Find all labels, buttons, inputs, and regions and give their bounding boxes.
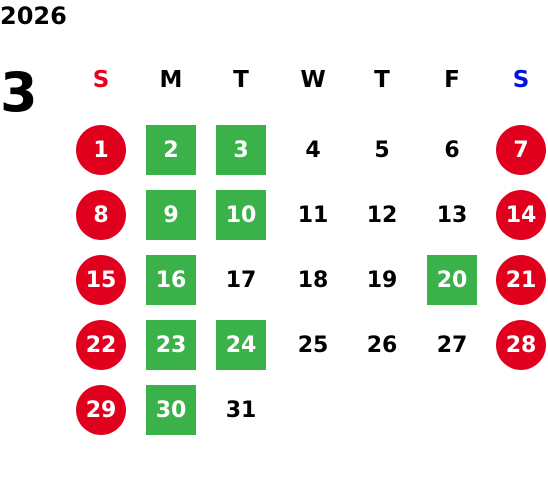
calendar-day-closed: 30 xyxy=(146,385,196,435)
calendar-day: 31 xyxy=(225,397,257,423)
calendar-day: 18 xyxy=(297,267,329,293)
dow-wed-header: W xyxy=(300,67,326,93)
calendar-day: 26 xyxy=(366,332,398,358)
calendar-day: 12 xyxy=(366,202,398,228)
calendar-day-holiday: 1 xyxy=(76,125,126,175)
calendar-day-holiday: 22 xyxy=(76,320,126,370)
dow-sun-header: S xyxy=(92,67,110,93)
dow-mon-header: M xyxy=(159,67,183,93)
calendar-day-closed: 9 xyxy=(146,190,196,240)
calendar-day: 25 xyxy=(297,332,329,358)
dow-tue-header: T xyxy=(233,67,249,93)
calendar-day-closed: 10 xyxy=(216,190,266,240)
calendar-day-closed: 16 xyxy=(146,255,196,305)
calendar-day: 17 xyxy=(225,267,257,293)
calendar-day-holiday: 28 xyxy=(496,320,546,370)
calendar-day-closed: 2 xyxy=(146,125,196,175)
calendar-day-holiday: 15 xyxy=(76,255,126,305)
calendar-day: 6 xyxy=(444,137,460,163)
calendar-day-holiday: 21 xyxy=(496,255,546,305)
calendar-day-closed: 3 xyxy=(216,125,266,175)
calendar-day: 4 xyxy=(305,137,321,163)
calendar-day: 27 xyxy=(436,332,468,358)
dow-sat-header: S xyxy=(512,67,530,93)
calendar-day-closed: 24 xyxy=(216,320,266,370)
calendar-day: 11 xyxy=(297,202,329,228)
calendar-day-closed: 20 xyxy=(427,255,477,305)
calendar-year: 2026 xyxy=(0,2,67,30)
calendar-day: 19 xyxy=(366,267,398,293)
calendar-day-holiday: 29 xyxy=(76,385,126,435)
calendar-day: 5 xyxy=(374,137,390,163)
calendar-day-holiday: 8 xyxy=(76,190,126,240)
dow-fri-header: F xyxy=(444,67,460,93)
calendar-day-holiday: 14 xyxy=(496,190,546,240)
calendar-day-closed: 23 xyxy=(146,320,196,370)
calendar-day-holiday: 7 xyxy=(496,125,546,175)
dow-thu-header: T xyxy=(374,67,390,93)
calendar-day: 13 xyxy=(436,202,468,228)
calendar-month: 3 xyxy=(0,61,38,124)
